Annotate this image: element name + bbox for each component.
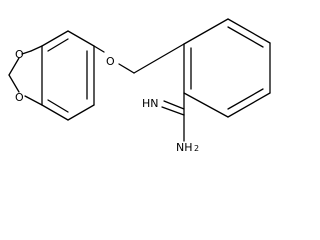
structure-canvas: O O O HN NH 2 xyxy=(8,18,271,153)
bond-c-nh-1 xyxy=(161,106,185,116)
bond-ring-a4 xyxy=(67,104,95,121)
oxygen-bottom-label: O xyxy=(15,91,24,104)
bond-ch2-o2 xyxy=(8,74,20,93)
bond-o2-c xyxy=(24,95,43,106)
double-bond-b1 xyxy=(227,26,264,48)
bond-ring-b1 xyxy=(183,18,229,45)
dioxole-ring xyxy=(8,45,43,106)
benzo-ring-left xyxy=(41,30,95,121)
bond-o-ch2 xyxy=(118,63,135,74)
bond-ring-b4 xyxy=(227,92,271,118)
bond-ch2-ring-b xyxy=(133,43,185,74)
bond-ring-a1 xyxy=(41,30,69,47)
benzo-ring-right xyxy=(183,18,271,118)
ether-linkage xyxy=(93,43,185,74)
double-bond-a1 xyxy=(47,38,69,52)
bond-c-o1 xyxy=(30,45,43,52)
molecule-structure: O O O HN NH 2 xyxy=(8,18,271,153)
bond-ch2-o1 xyxy=(8,57,20,76)
double-bond-a3 xyxy=(47,99,69,113)
amine-nitrogen-label: NH xyxy=(176,141,193,153)
bond-o1-c xyxy=(21,50,32,55)
ether-oxygen-label: O xyxy=(106,55,115,68)
oxygen-top-label: O xyxy=(15,48,24,61)
amine-subscript-label: 2 xyxy=(194,144,199,153)
imine-nitrogen-label: HN xyxy=(142,97,159,110)
bond-ring-a2 xyxy=(67,30,95,47)
bond-ring-b5 xyxy=(183,92,229,118)
bond-ring-a5 xyxy=(41,104,69,121)
amidine-group xyxy=(161,92,185,142)
bond-c-nh-2 xyxy=(163,100,185,110)
double-bond-b2 xyxy=(227,88,264,110)
bond-ring-b2 xyxy=(227,18,271,44)
bond-ring-a-o xyxy=(93,45,105,53)
